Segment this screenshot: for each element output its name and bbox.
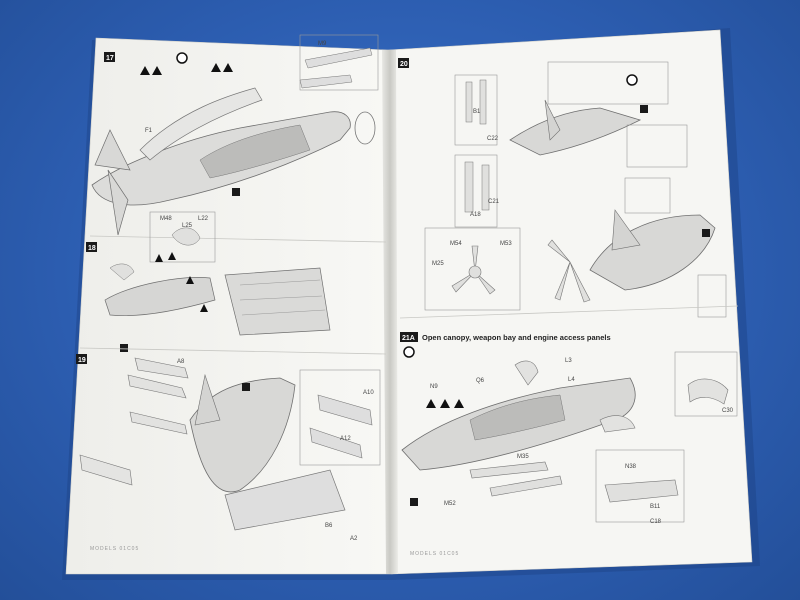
part-C18: C18 — [650, 519, 662, 525]
part-A12: A12 — [340, 436, 351, 442]
aircraft-19 — [189, 377, 296, 493]
part-N9: N9 — [430, 384, 438, 390]
engine-assembly-18 — [104, 277, 216, 316]
sub-badge-18b — [242, 383, 250, 391]
part-A10: A10 — [363, 390, 374, 396]
wing-parts-19 — [134, 357, 189, 379]
step-18-badge — [86, 242, 97, 252]
step-17-badge — [104, 52, 115, 62]
part-M9: M9 — [318, 41, 327, 47]
right-page — [387, 29, 753, 575]
step-21a-badge — [400, 332, 418, 342]
sub-badge-17 — [120, 344, 128, 352]
part-M25: M25 — [432, 261, 444, 267]
part-A2: A2 — [350, 536, 358, 542]
part-Q6: Q6 — [476, 378, 485, 384]
part-L3: L3 — [565, 358, 572, 364]
propeller-20 — [451, 245, 496, 295]
part-L22: L22 — [198, 216, 209, 222]
right-footer: MODELS 01C05 — [410, 551, 459, 557]
part-M52: M52 — [444, 501, 456, 507]
sub-badge-19 — [702, 229, 710, 237]
part-M35: M35 — [517, 454, 529, 460]
step-21a-title: Open canopy, weapon bay and engine acces… — [422, 333, 611, 342]
canopy-17 — [139, 87, 263, 161]
part-L4: L4 — [568, 377, 575, 383]
part-B1: B1 — [473, 109, 481, 115]
part-B6: B6 — [325, 523, 333, 529]
part-C22: C22 — [487, 136, 499, 142]
step-20-number: 20 — [400, 61, 408, 68]
part-N38: N38 — [625, 464, 637, 470]
step-21a-number: 21A — [402, 335, 415, 342]
part-M54: M54 — [450, 241, 462, 247]
part-A18: A18 — [470, 212, 481, 218]
part-M48: M48 — [160, 216, 172, 222]
part-A8: A8 — [177, 359, 185, 365]
part-M53: M53 — [500, 241, 512, 247]
part-C30: C30 — [722, 408, 734, 414]
part-F1: F1 — [145, 128, 153, 134]
step-19-badge — [76, 354, 87, 364]
step-17-number: 17 — [106, 55, 114, 62]
step-20-badge — [398, 58, 409, 68]
left-footer: MODELS 01C05 — [90, 546, 139, 552]
step-18-number: 18 — [88, 245, 96, 252]
part-B11: B11 — [650, 504, 661, 510]
part-C21: C21 — [488, 199, 500, 205]
warning-icons-17 — [140, 52, 233, 75]
step-19-number: 19 — [78, 357, 86, 364]
part-L25: L25 — [182, 223, 193, 229]
tail-assembly-20 — [509, 107, 642, 156]
sub-badge-18c — [640, 105, 648, 113]
warning-icons-21a — [426, 399, 464, 408]
sub-badge-18a — [232, 188, 240, 196]
sub-badge-20 — [410, 498, 418, 506]
